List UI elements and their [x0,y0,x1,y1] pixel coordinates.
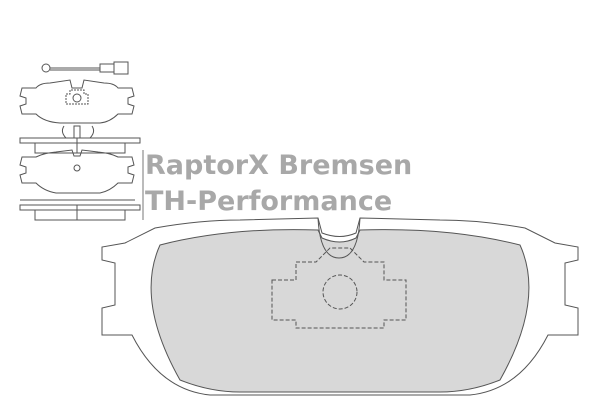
watermark-line2: TH-Performance [145,186,393,217]
small-pad-back-view [19,149,135,194]
wear-sensor-icon [41,61,129,75]
small-pad-side-view [19,125,141,154]
small-pad-front-view [19,79,135,124]
large-brake-pad [101,217,579,396]
watermark-line1: RaptorX Bremsen [145,150,413,181]
small-pad-bottom-view [19,199,141,221]
